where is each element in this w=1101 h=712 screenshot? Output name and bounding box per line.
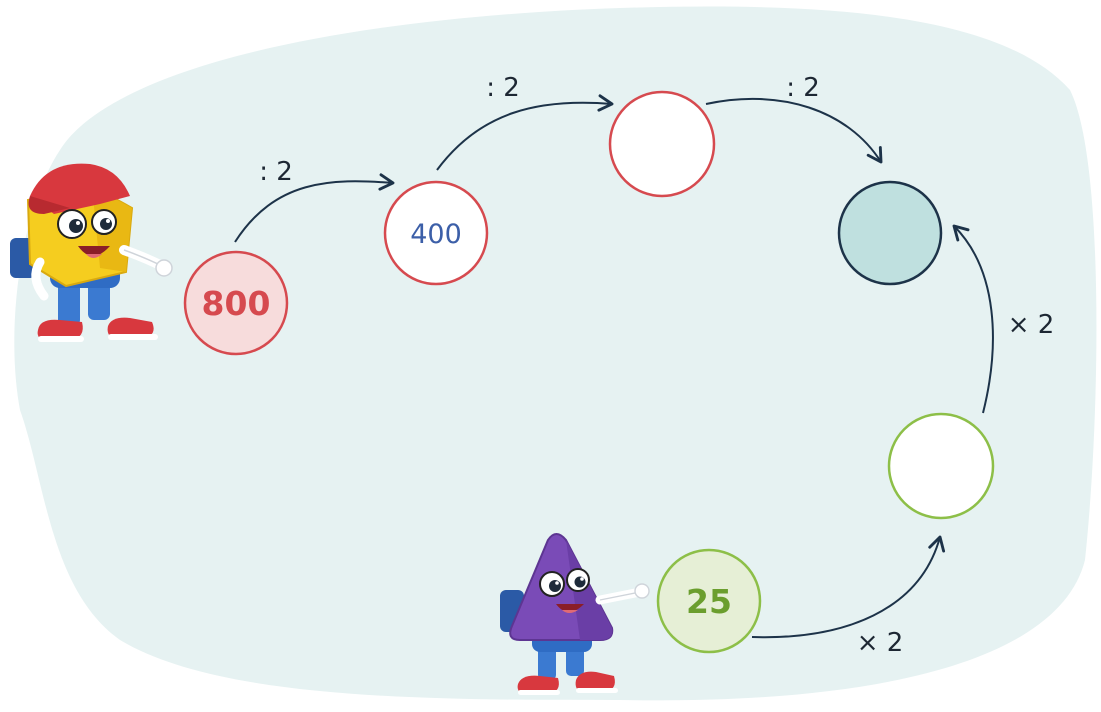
node-400-value: 400 xyxy=(410,219,462,250)
arrow-25-to-green2 xyxy=(751,535,946,639)
node-empty-red[interactable] xyxy=(608,90,716,198)
op-label-4: × 2 xyxy=(1008,310,1055,340)
arrow-circle2-to-target xyxy=(705,97,883,164)
node-25: 25 xyxy=(656,548,762,654)
op-label-1: : 2 xyxy=(259,157,293,187)
yellow-cube-character-icon xyxy=(10,163,173,342)
node-empty-green[interactable] xyxy=(887,412,995,520)
node-25-value: 25 xyxy=(686,582,732,621)
node-target[interactable] xyxy=(837,180,943,286)
node-800: 800 xyxy=(183,250,289,356)
op-label-5: × 2 xyxy=(857,628,904,658)
op-label-2: : 2 xyxy=(486,73,520,103)
node-800-value: 800 xyxy=(202,284,271,323)
background-blob xyxy=(14,6,1097,701)
arrow-400-to-circle2 xyxy=(436,94,614,171)
arrow-green2-to-target xyxy=(952,224,994,414)
op-label-3: : 2 xyxy=(786,73,820,103)
node-400: 400 xyxy=(383,180,489,286)
arrow-800-to-400 xyxy=(234,173,395,243)
purple-triangle-character-icon xyxy=(500,533,650,695)
